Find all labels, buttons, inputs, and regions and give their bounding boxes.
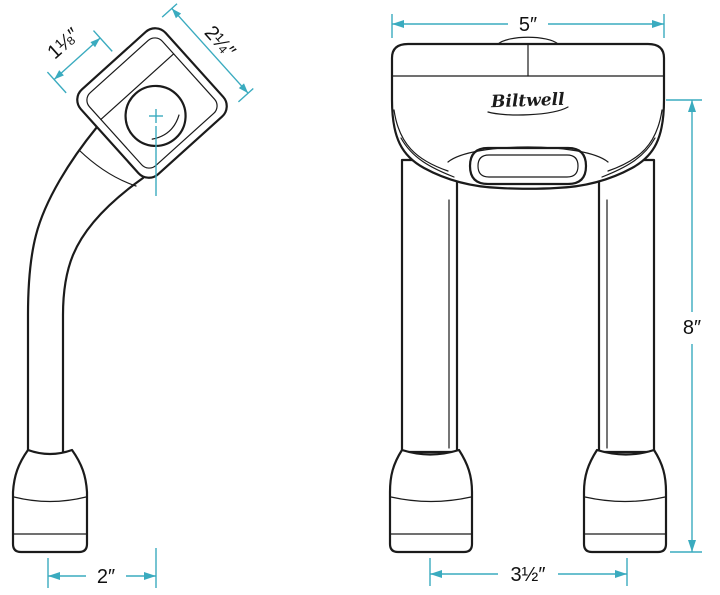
dim-overall-height: 8″ — [666, 99, 702, 553]
arm-outer-edge — [26, 125, 99, 454]
dim-8-arrow-top — [688, 100, 696, 112]
handlebar-bore-circle — [124, 84, 187, 148]
arm-inner-edge — [61, 176, 145, 454]
dim-2quarter-arrow-b — [238, 83, 249, 94]
clamp-slot-window-inner — [477, 154, 579, 178]
dim-3half-arrow-left — [430, 570, 442, 578]
dim-5-arrow-left — [392, 20, 404, 28]
dim-1eighth-arrow-a — [54, 70, 64, 80]
dim-2quarter-ext-b — [237, 87, 254, 103]
clamp-body-outline — [76, 27, 228, 179]
left-wing-curve-upper — [393, 109, 449, 172]
logo-underline-swash — [487, 106, 569, 116]
front-clamp-outline — [390, 42, 666, 190]
clamp-cap-seam — [100, 53, 175, 121]
front-view-drawing: Biltwell — [388, 36, 668, 554]
dim-1eighth-arrow-b — [90, 37, 101, 48]
side-foot-ring-line — [13, 496, 87, 503]
clamp-slot-window — [468, 146, 588, 186]
dim-1eighth-line — [53, 37, 101, 80]
dim-2-label: 2″ — [97, 566, 115, 588]
dim-1eighth-ext-a — [46, 71, 67, 94]
clamp-inner-edge — [86, 37, 218, 169]
side-clamp — [76, 27, 228, 179]
dim-5-label: 5″ — [519, 14, 537, 36]
right-wing-curve-lower — [601, 137, 656, 178]
arm-collar-line — [78, 149, 137, 187]
left-foot-ring-line — [390, 496, 472, 503]
side-view-drawing — [11, 27, 228, 554]
dim-8-label: 8″ — [683, 317, 701, 339]
dim-2quarter-label: 2¼″ — [200, 22, 240, 63]
left-wing-curve-lower — [400, 137, 455, 178]
dim-overall-width: 5″ — [391, 14, 665, 38]
biltwell-logo: Biltwell — [490, 90, 566, 113]
dim-1eighth-ext-b — [92, 30, 113, 52]
clamp-top-hump — [497, 36, 559, 45]
dim-3half-label: 3½″ — [511, 564, 546, 586]
dim-base-spacing: 3½″ — [429, 558, 628, 586]
dim-2quarter-arrow-a — [171, 8, 182, 19]
dim-2quarter-ext-a — [161, 3, 178, 18]
dim-2quarter-line — [171, 7, 249, 94]
dim-3half-arrow-right — [615, 570, 627, 578]
dim-2-arrow-right — [144, 572, 156, 580]
dim-8-arrow-bottom — [688, 540, 696, 552]
right-foot-ring-line — [584, 496, 666, 503]
dim-pullback: 2″ — [47, 109, 163, 588]
dim-5-arrow-right — [652, 20, 664, 28]
right-wing-curve-upper — [607, 109, 663, 172]
dim-2-arrow-left — [48, 572, 60, 580]
